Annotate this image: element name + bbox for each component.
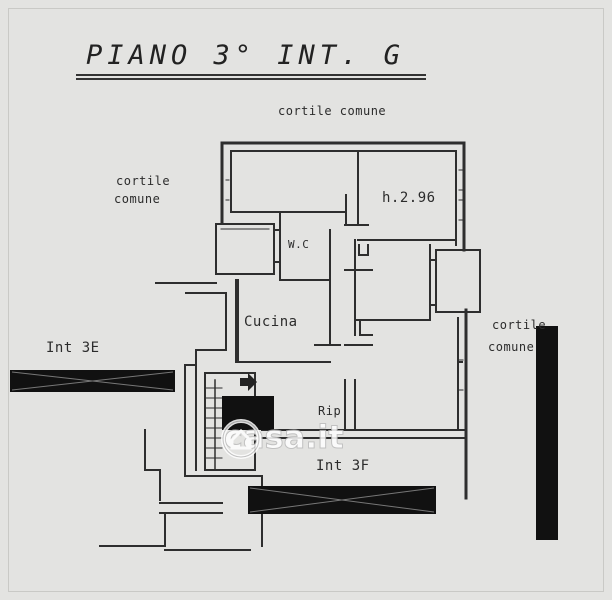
casa-house-icon xyxy=(221,419,261,459)
balcony-left xyxy=(215,223,281,275)
neighbor-left-label: Int 3E xyxy=(46,340,100,356)
wall-left-upper xyxy=(220,141,232,224)
page-title: PIANO 3° INT. G xyxy=(86,40,405,71)
title-underline xyxy=(76,74,426,76)
courtyard-right-label-1: cortile xyxy=(492,318,547,332)
wall-bottom xyxy=(99,429,467,551)
courtyard-right-label-2: comune xyxy=(488,340,535,354)
interior-walls xyxy=(230,150,457,431)
redaction-crosses xyxy=(11,371,435,513)
courtyard-top-label: cortile comune xyxy=(278,104,387,118)
balcony-right xyxy=(429,249,481,313)
ceiling-height-label: h.2.96 xyxy=(382,190,436,206)
watermark-text: casa.it xyxy=(224,418,345,457)
wall-left-lower xyxy=(155,279,331,477)
courtyard-left-label-2: comune xyxy=(114,192,161,206)
title-underline-2 xyxy=(76,78,426,80)
entrance-arrow-icon xyxy=(240,373,257,391)
storage-label: Rip xyxy=(318,404,342,418)
wall-top xyxy=(220,141,466,152)
redaction-right xyxy=(536,326,558,540)
kitchen-label: Cucina xyxy=(244,314,298,330)
neighbor-right-label: Int 3F xyxy=(316,458,370,474)
watermark: casa.it xyxy=(220,418,345,459)
window-marks xyxy=(225,169,464,391)
wall-right xyxy=(455,141,468,500)
courtyard-left-label-1: cortile xyxy=(116,174,171,188)
wc-label: W.C xyxy=(288,238,310,251)
